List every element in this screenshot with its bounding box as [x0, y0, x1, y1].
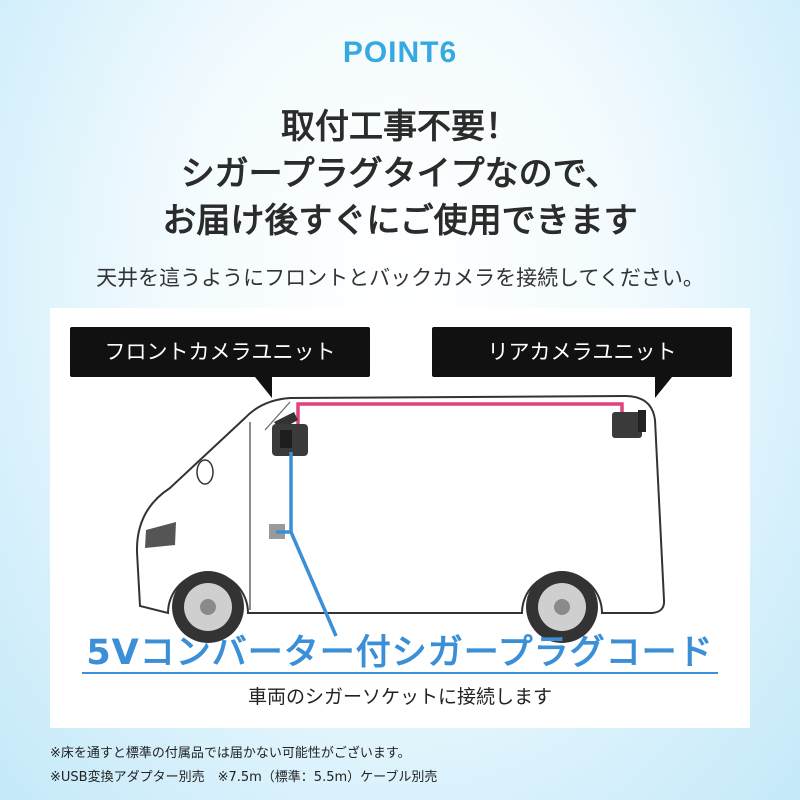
front-camera-icon — [272, 412, 308, 456]
rear-camera-label: リアカメラユニット — [432, 327, 732, 377]
front-camera-label: フロントカメラユニット — [70, 327, 370, 377]
note-floor-routing: ※床を通すと標準の付属品では届かない可能性がございます。 — [50, 746, 411, 761]
pillar-line — [264, 401, 291, 431]
rear-camera-icon — [612, 410, 646, 438]
rear-wheel-icon — [526, 571, 598, 643]
front-wheel-icon — [172, 571, 244, 643]
cord-leader-line — [289, 531, 338, 637]
note-optional-accessories: ※USB変換アダプター別売 ※7.5m（標準：5.5m）ケーブル別売 — [50, 770, 438, 785]
cord-underline — [82, 672, 718, 674]
mirror-icon — [196, 459, 214, 485]
headlight-icon — [145, 522, 176, 548]
rear-label-pointer — [655, 377, 672, 398]
cord-description: 車両のシガーソケットに接続します — [247, 686, 552, 708]
front-label-pointer — [255, 377, 272, 398]
headline: 取付工事不要！ シガープラグタイプなので、 お届け後すぐにご使用できます — [0, 104, 800, 245]
headline-line-2: シガープラグタイプなので、 — [180, 154, 620, 194]
point-label: POINT6 — [342, 36, 458, 69]
headline-line-1: 取付工事不要！ — [281, 107, 519, 147]
instruction-text: 天井を這うようにフロントとバックカメラを接続してください。 — [96, 266, 704, 290]
cord-title: 5Vコンバーター付シガープラグコード — [86, 633, 714, 673]
headline-line-3: お届け後すぐにご使用できます — [162, 201, 638, 241]
